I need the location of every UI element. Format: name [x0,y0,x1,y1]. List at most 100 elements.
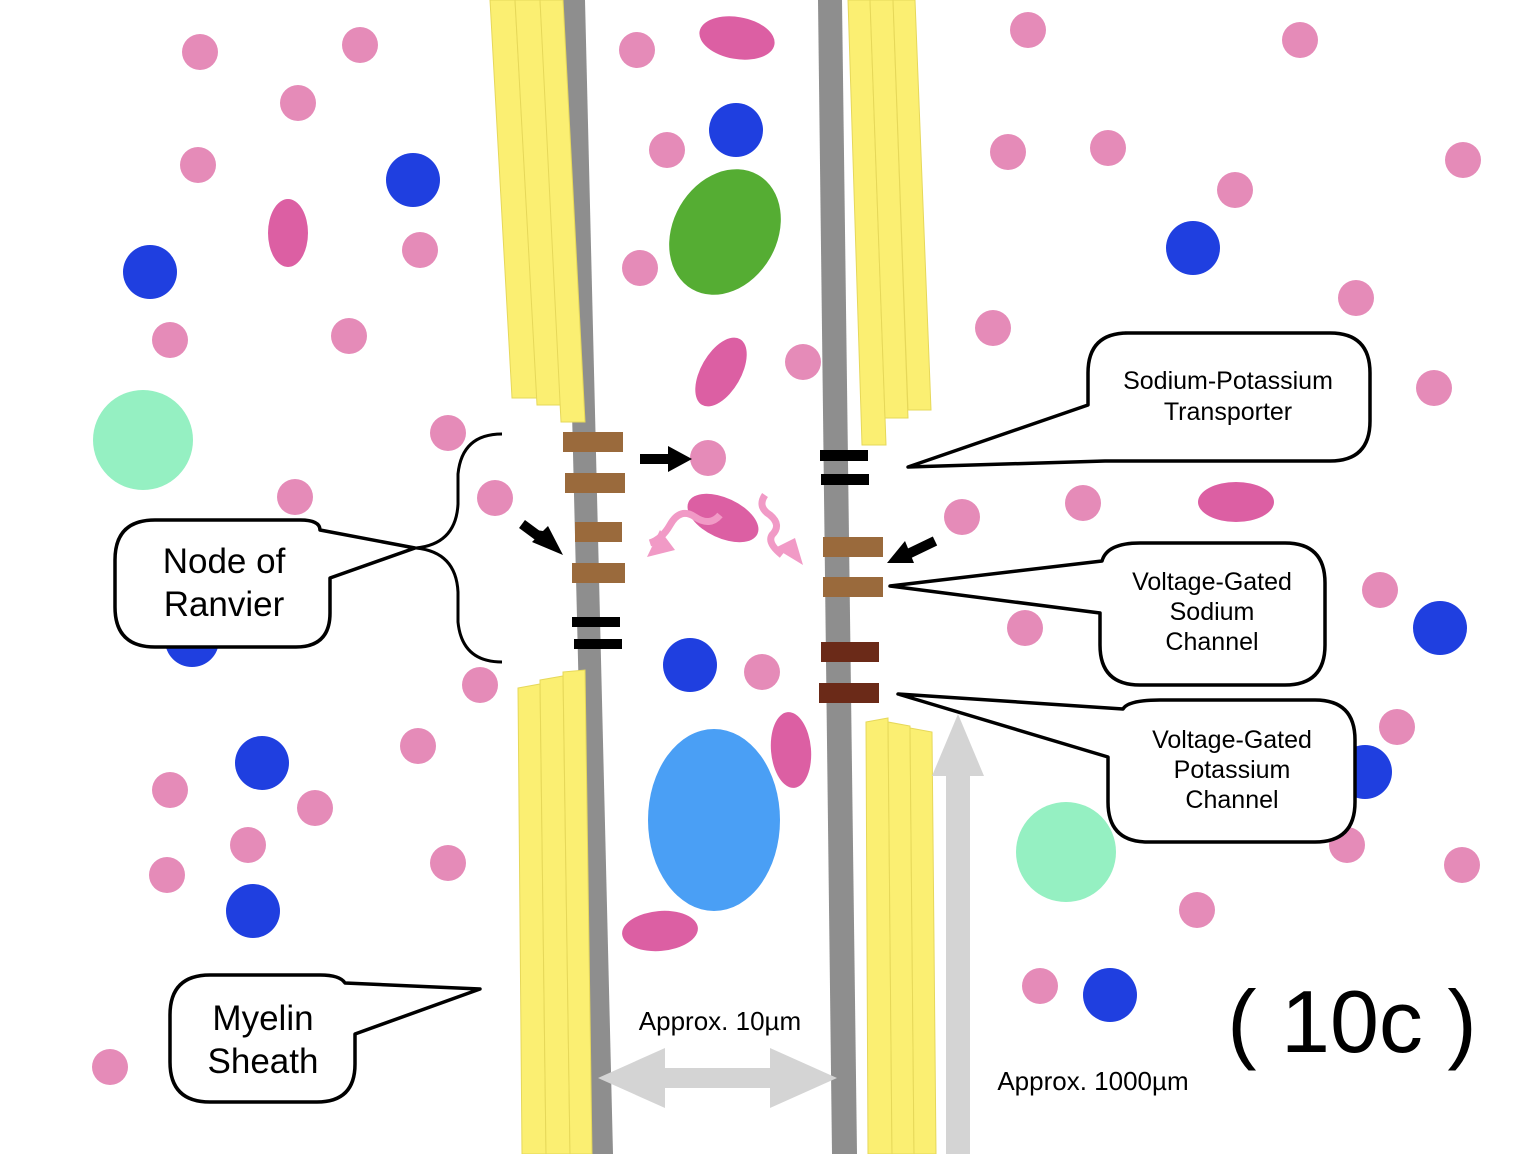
sodium-ion [1282,22,1318,58]
callout-node-of-ranvier [113,518,417,649]
large-ion [687,493,759,543]
sodium-ion [1362,572,1398,608]
potassium-ion [663,638,717,692]
sodium-ion [1444,847,1480,883]
label-text: Node of [163,542,286,581]
label-text: Voltage-Gated [1152,726,1312,754]
sodium-ion [622,250,658,286]
left-sodium-channel-upper [563,432,625,493]
width-measure-label: Approx. 10µm [639,1006,801,1036]
potassium-ion [226,884,280,938]
potassium-ion [386,153,440,207]
myelin-top-left [489,0,586,423]
blue-organelle [648,729,780,911]
sodium-ion [975,310,1011,346]
sodium-ion [744,654,780,690]
ions-layer [92,12,1481,1085]
sodium-ion [402,232,438,268]
mint-organelle [1016,802,1116,902]
sodium-ion [690,440,726,476]
ion-flow-arrows [519,446,938,563]
sodium-ion [152,322,188,358]
sodium-ion [944,499,980,535]
left-sodium-channel-lower [572,522,625,583]
potassium-ion [235,736,289,790]
label-text: Transporter [1164,398,1292,426]
sodium-ion [1217,172,1253,208]
potassium-ion [1083,968,1137,1022]
label-text: Sheath [208,1042,319,1081]
callout-myelin-sheath [168,973,482,1104]
sodium-ion [1179,892,1215,928]
node-brace [415,432,503,664]
sodium-ion [1022,968,1058,1004]
sodium-ion [785,344,821,380]
label-myelin-sheath: Myelin Sheath [208,999,319,1081]
mint-organelle [93,390,193,490]
sodium-ion [477,480,513,516]
potassium-ion [1413,601,1467,655]
sodium-ion [649,132,685,168]
sodium-ion [152,772,188,808]
pink-arrowhead-right [775,538,803,565]
right-sodium-potassium-transporter [820,450,869,485]
label-vg-sodium: Voltage-Gated Sodium Channel [1132,568,1292,656]
potassium-ion [709,103,763,157]
label-text: Channel [1165,628,1258,656]
label-text: Ranvier [164,585,285,624]
sodium-ion [1416,370,1452,406]
label-text: Potassium [1174,756,1291,784]
large-ion [770,712,812,788]
sodium-ion [400,728,436,764]
sodium-ion [1007,610,1043,646]
figure-id: ( 10c ) [1227,972,1476,1071]
length-measure-label: Approx. 1000µm [997,1066,1188,1096]
myelin-bottom-right [865,717,937,1154]
sodium-ion [182,34,218,70]
large-ion [622,910,698,952]
right-voltage-gated-potassium-channel [819,642,879,703]
green-organelle [669,169,781,295]
label-text: Voltage-Gated [1132,568,1292,596]
right-voltage-gated-sodium-channel [823,537,883,597]
sodium-ion [990,134,1026,170]
callout-na-k-transporter [906,331,1372,469]
sodium-ion [277,479,313,515]
large-ion [268,199,308,267]
sodium-ion [180,147,216,183]
sodium-ion [331,318,367,354]
sodium-ion [1338,280,1374,316]
callout-vg-sodium [888,541,1327,687]
length-measure-arrow [932,714,984,1154]
sodium-ion [230,827,266,863]
large-ion [1198,482,1274,522]
sodium-ion [342,27,378,63]
label-text: Channel [1185,786,1278,814]
label-vg-potassium: Voltage-Gated Potassium Channel [1152,726,1312,814]
sodium-ion [1065,485,1101,521]
label-text: Sodium-Potassium [1123,367,1333,395]
left-sodium-potassium-transporter [572,617,622,649]
potassium-ion [123,245,177,299]
sodium-ion [92,1049,128,1085]
myelin-top-right [847,0,932,446]
label-text: Sodium [1170,598,1255,626]
pink-arrowhead-left [647,530,675,557]
large-ion [695,337,747,407]
sodium-ion [1445,142,1481,178]
sodium-ion [1379,709,1415,745]
large-ion [699,16,775,60]
sodium-ion [1090,130,1126,166]
sodium-ion [462,667,498,703]
sodium-ion [280,85,316,121]
label-node-of-ranvier: Node of Ranvier [163,542,286,624]
myelin-bottom-left [517,669,593,1154]
potassium-ion [1166,221,1220,275]
sodium-ion [430,415,466,451]
label-na-k-transporter: Sodium-Potassium Transporter [1123,367,1333,426]
sodium-ion [297,790,333,826]
sodium-ion [430,845,466,881]
callout-vg-potassium [896,692,1357,844]
